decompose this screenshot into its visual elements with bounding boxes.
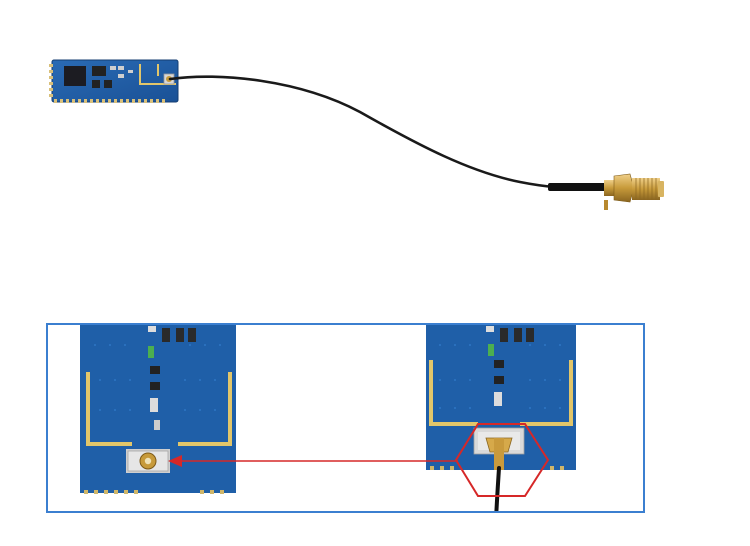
pointer-arrow — [168, 455, 458, 467]
cable-closeup — [494, 466, 501, 511]
ipex-socket-bare — [126, 449, 170, 473]
highlight-hexagon — [454, 423, 550, 497]
board-closeup-connected — [426, 325, 576, 511]
main-chip — [64, 66, 86, 86]
board-closeup-bare — [80, 325, 236, 494]
cable-sleeve — [548, 183, 606, 191]
sma-connector — [604, 173, 664, 210]
ipex-plug-connected — [473, 427, 525, 470]
